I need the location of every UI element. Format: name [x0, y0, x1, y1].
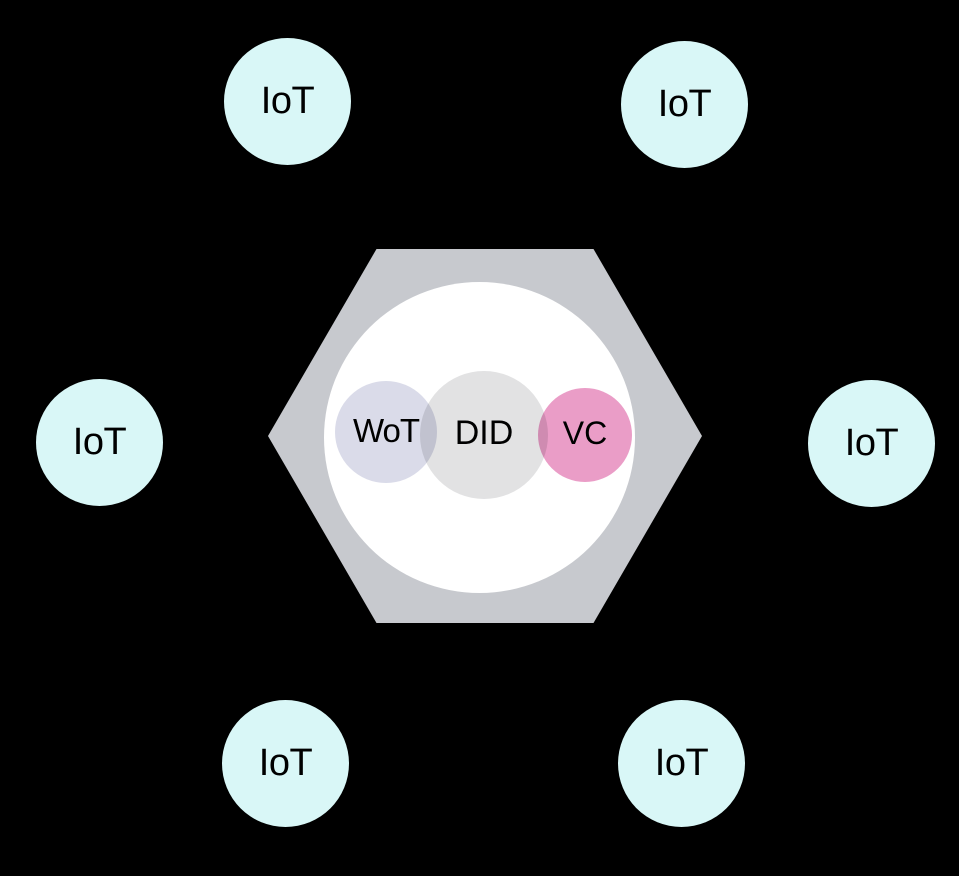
iot-node-label: IoT [260, 79, 315, 122]
iot-node-label: IoT [844, 421, 899, 464]
venn-label-did: DID [454, 414, 514, 452]
iot-node-top-left: IoT [224, 38, 351, 165]
iot-node-middle-left: IoT [36, 379, 163, 506]
iot-node-label: IoT [654, 741, 709, 784]
iot-node-label: IoT [258, 741, 313, 784]
iot-node-bottom-left: IoT [222, 700, 349, 827]
iot-node-label: IoT [657, 82, 712, 125]
venn-label-vc: VC [562, 415, 608, 451]
venn-label-wot: WoT [352, 411, 420, 449]
central-hexagon-group: WoT DID VC [268, 249, 702, 623]
venn-circle-did: DID [420, 371, 548, 499]
iot-node-top-right: IoT [621, 41, 748, 168]
iot-node-bottom-right: IoT [618, 700, 745, 827]
venn-circle-vc: VC [538, 388, 632, 482]
iot-node-label: IoT [72, 420, 127, 463]
iot-node-middle-right: IoT [808, 380, 935, 507]
